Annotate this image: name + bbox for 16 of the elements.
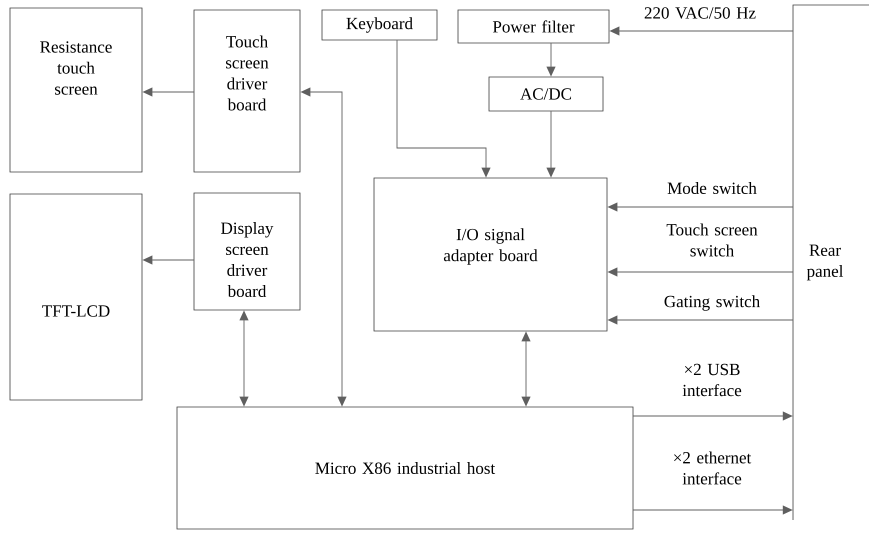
block-box: Touch screen driver board bbox=[194, 10, 300, 172]
edge-label: Mode switch bbox=[668, 182, 757, 194]
block-box: Micro X86 industrial host bbox=[176, 406, 634, 530]
block-box: Resistance touch screen bbox=[10, 8, 142, 172]
edge-label: ×2 USB interface bbox=[682, 364, 742, 396]
edge-label: Touch screen switch bbox=[666, 224, 758, 256]
block-box: TFT-LCD bbox=[10, 194, 142, 400]
edge-label: Gating switch bbox=[664, 295, 760, 311]
edge-label: ×2 ethernet interface bbox=[674, 452, 752, 484]
edge-label: 220 VAC/50 Hz bbox=[644, 7, 756, 19]
block-box: Keyboard bbox=[322, 10, 438, 40]
block-box: Display screen driver board bbox=[194, 192, 300, 310]
panel-box: Rear panel bbox=[792, 4, 869, 520]
block-box: I/O signal adapter board bbox=[374, 178, 608, 332]
block-box: Power filter bbox=[458, 10, 610, 44]
block-box: AC/DC bbox=[488, 76, 604, 112]
